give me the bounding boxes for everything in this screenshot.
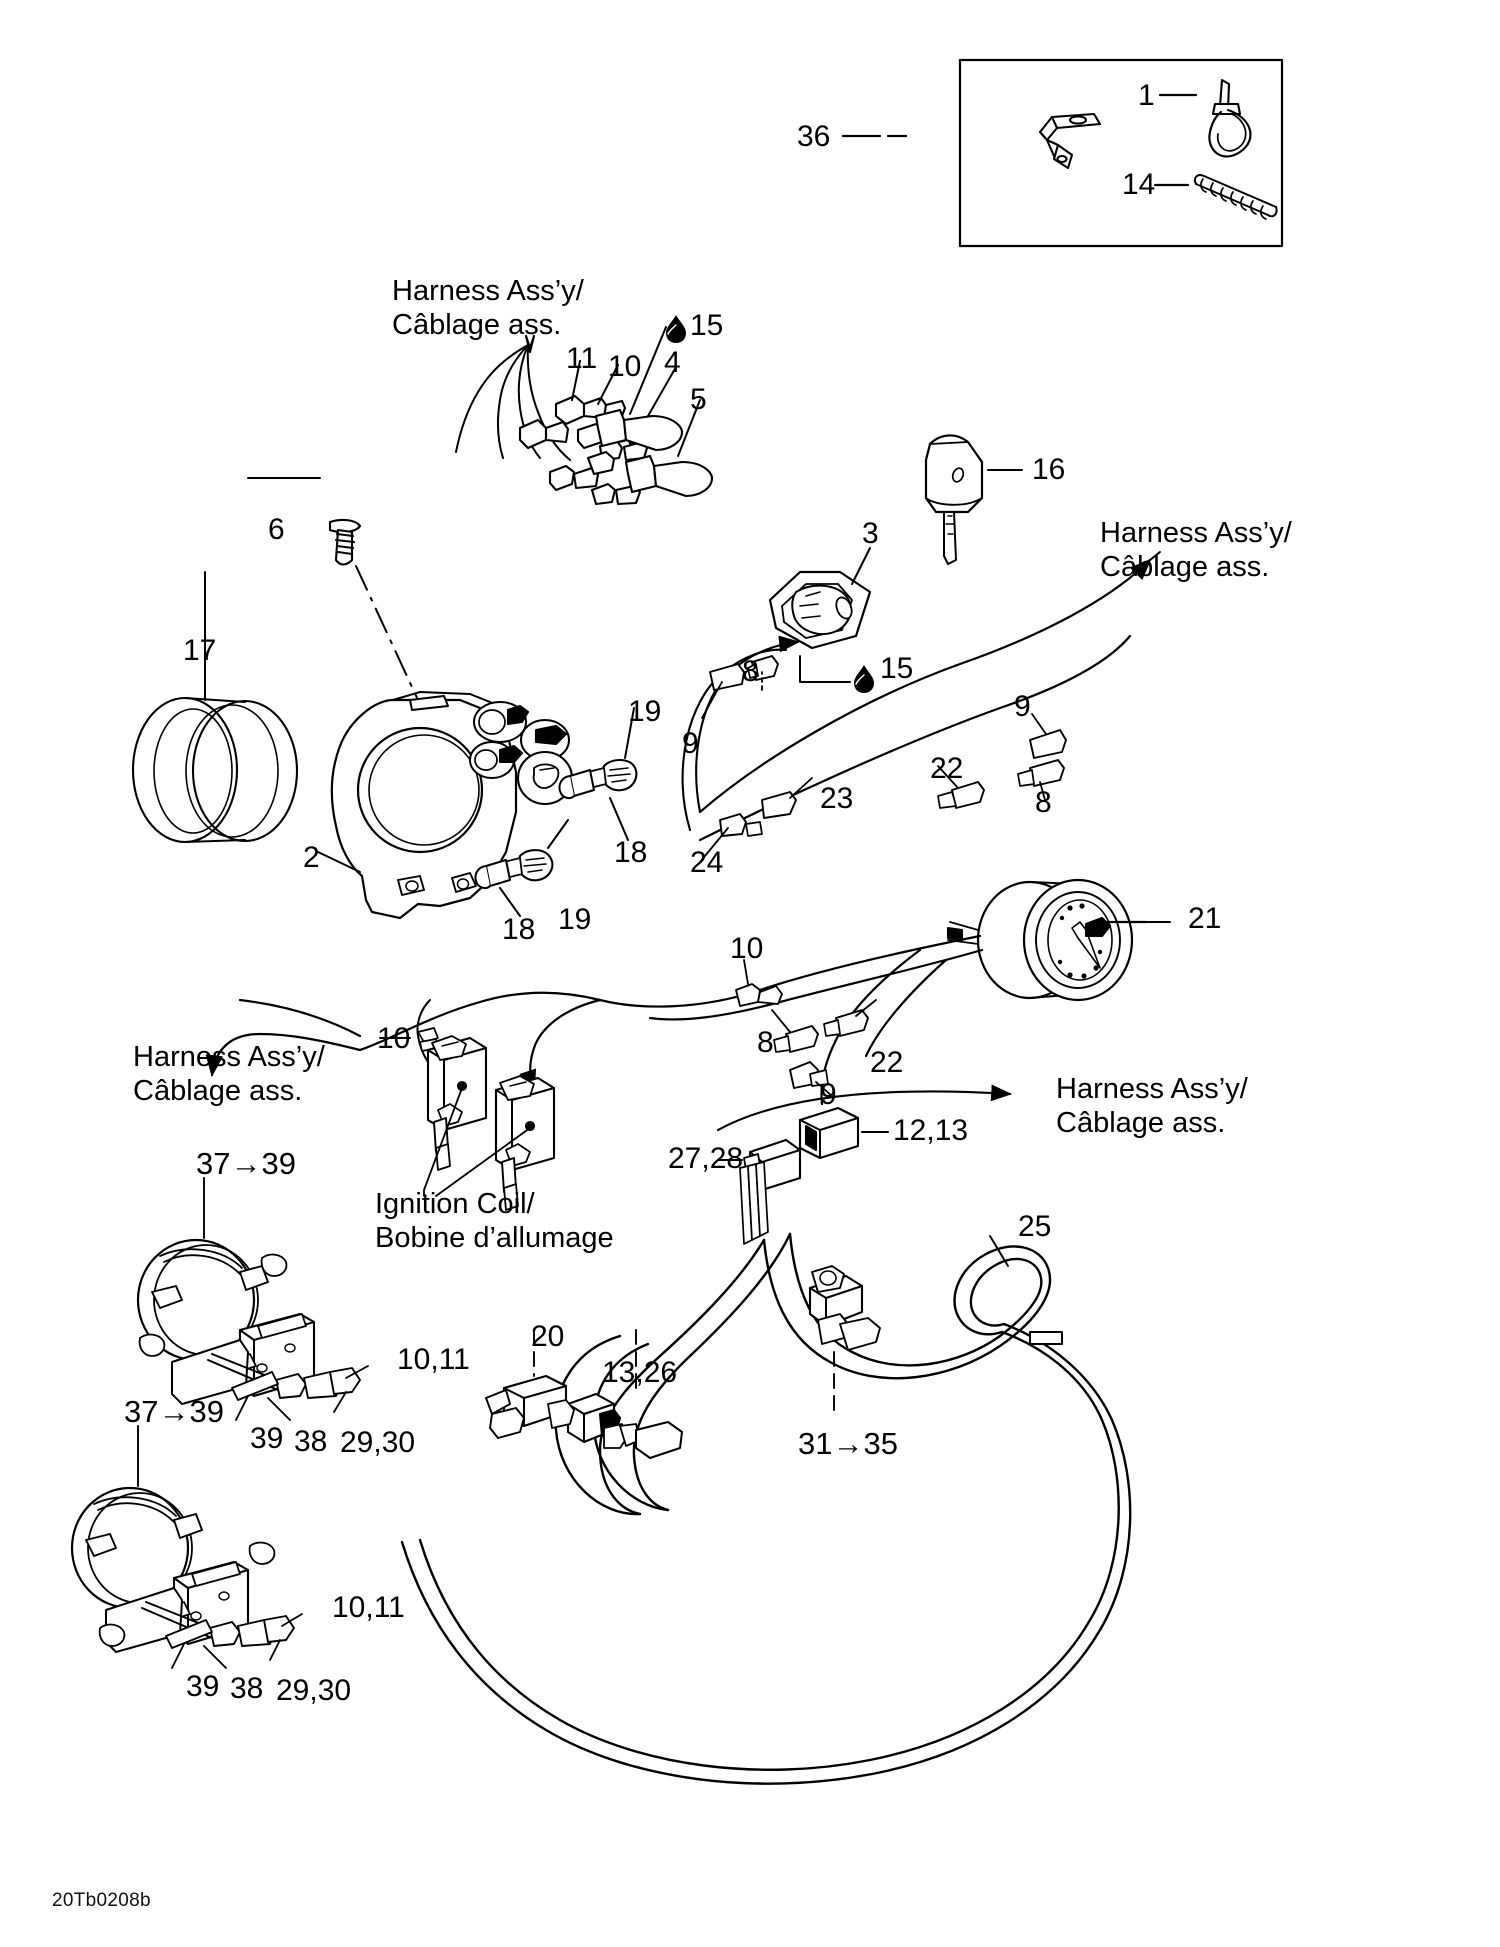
callout-8-c: 8 <box>757 1026 774 1059</box>
caption-ignition-coil: Ignition Coil/ Bobine d’allumage <box>375 1187 614 1255</box>
callout-9-c: 9 <box>820 1078 837 1111</box>
callout-15-a: 15 <box>690 309 724 342</box>
caption-harness-top: Harness Ass’y/ Câblage ass. <box>392 274 584 342</box>
callout-13-26: 13,26 <box>602 1356 678 1389</box>
callout-inset-36: 36 <box>797 120 831 153</box>
caption-harness-top-line2: Câblage ass. <box>392 309 562 342</box>
callout-10-11-b: 10,11 <box>332 1591 405 1624</box>
caption-harness-right: Harness Ass’y/ Câblage ass. <box>1100 516 1292 584</box>
callout-10-a: 10 <box>608 350 642 383</box>
callout-inset-1: 1 <box>1138 79 1155 112</box>
callout-22-b: 22 <box>870 1046 904 1079</box>
callout-29-30-b: 29,30 <box>276 1674 352 1707</box>
callout-10-b: 10 <box>730 932 764 965</box>
callout-10-c: 10 <box>377 1022 411 1055</box>
callout-31-35: 31→35 <box>798 1426 898 1461</box>
figure-code: 20Tb0208b <box>52 1890 151 1911</box>
caption-harness-right-line1: Harness Ass’y/ <box>1100 517 1292 549</box>
callout-37-39-a: 37→39 <box>196 1146 296 1181</box>
callout-18-b: 18 <box>502 913 536 946</box>
callout-inset-14: 14 <box>1122 168 1156 201</box>
caption-harness-br-line1: Harness Ass’y/ <box>1056 1073 1248 1105</box>
callout-21: 21 <box>1188 902 1222 935</box>
caption-harness-left: Harness Ass’y/ Câblage ass. <box>133 1040 325 1108</box>
callout-5: 5 <box>690 383 707 416</box>
callout-27-28: 27,28 <box>668 1142 744 1175</box>
callout-4: 4 <box>664 346 681 379</box>
callout-2: 2 <box>303 841 320 874</box>
caption-harness-bottom-right: Harness Ass’y/ Câblage ass. <box>1056 1072 1248 1140</box>
callout-23: 23 <box>820 782 854 815</box>
caption-harness-top-line1: Harness Ass’y/ <box>392 275 584 307</box>
caption-harness-left-line2: Câblage ass. <box>133 1075 303 1108</box>
caption-harness-left-line1: Harness Ass’y/ <box>133 1041 325 1073</box>
callout-8-b: 8 <box>1035 786 1052 819</box>
callout-24: 24 <box>690 846 724 879</box>
callout-9-b: 9 <box>1014 690 1031 723</box>
callout-10-11-a: 10,11 <box>397 1343 470 1376</box>
callout-20: 20 <box>531 1320 565 1353</box>
callout-19-a: 19 <box>628 695 662 728</box>
callout-17: 17 <box>183 634 217 667</box>
caption-coil-line2: Bobine d’allumage <box>375 1222 614 1255</box>
callout-39-b: 39 <box>186 1670 220 1703</box>
callout-22-a: 22 <box>930 752 964 785</box>
caption-harness-right-line2: Câblage ass. <box>1100 551 1270 584</box>
callout-8-a: 8 <box>742 655 759 688</box>
callout-19-b: 19 <box>558 903 592 936</box>
callout-6: 6 <box>268 513 285 546</box>
caption-coil-line1: Ignition Coil/ <box>375 1188 535 1220</box>
callout-38-a: 38 <box>294 1425 328 1458</box>
callout-18-a: 18 <box>614 836 648 869</box>
callout-39-a: 39 <box>250 1422 284 1455</box>
callout-37-39-b: 37→39 <box>124 1394 224 1429</box>
callout-9-a: 9 <box>682 727 699 760</box>
callout-29-30-a: 29,30 <box>340 1426 416 1459</box>
caption-harness-br-line2: Câblage ass. <box>1056 1107 1226 1140</box>
callout-38-b: 38 <box>230 1672 264 1705</box>
callout-16: 16 <box>1032 453 1066 486</box>
callout-11: 11 <box>566 342 598 375</box>
callout-15-b: 15 <box>880 652 914 685</box>
callout-25: 25 <box>1018 1210 1052 1243</box>
callout-3: 3 <box>862 517 879 550</box>
callout-12-13: 12,13 <box>893 1114 969 1147</box>
